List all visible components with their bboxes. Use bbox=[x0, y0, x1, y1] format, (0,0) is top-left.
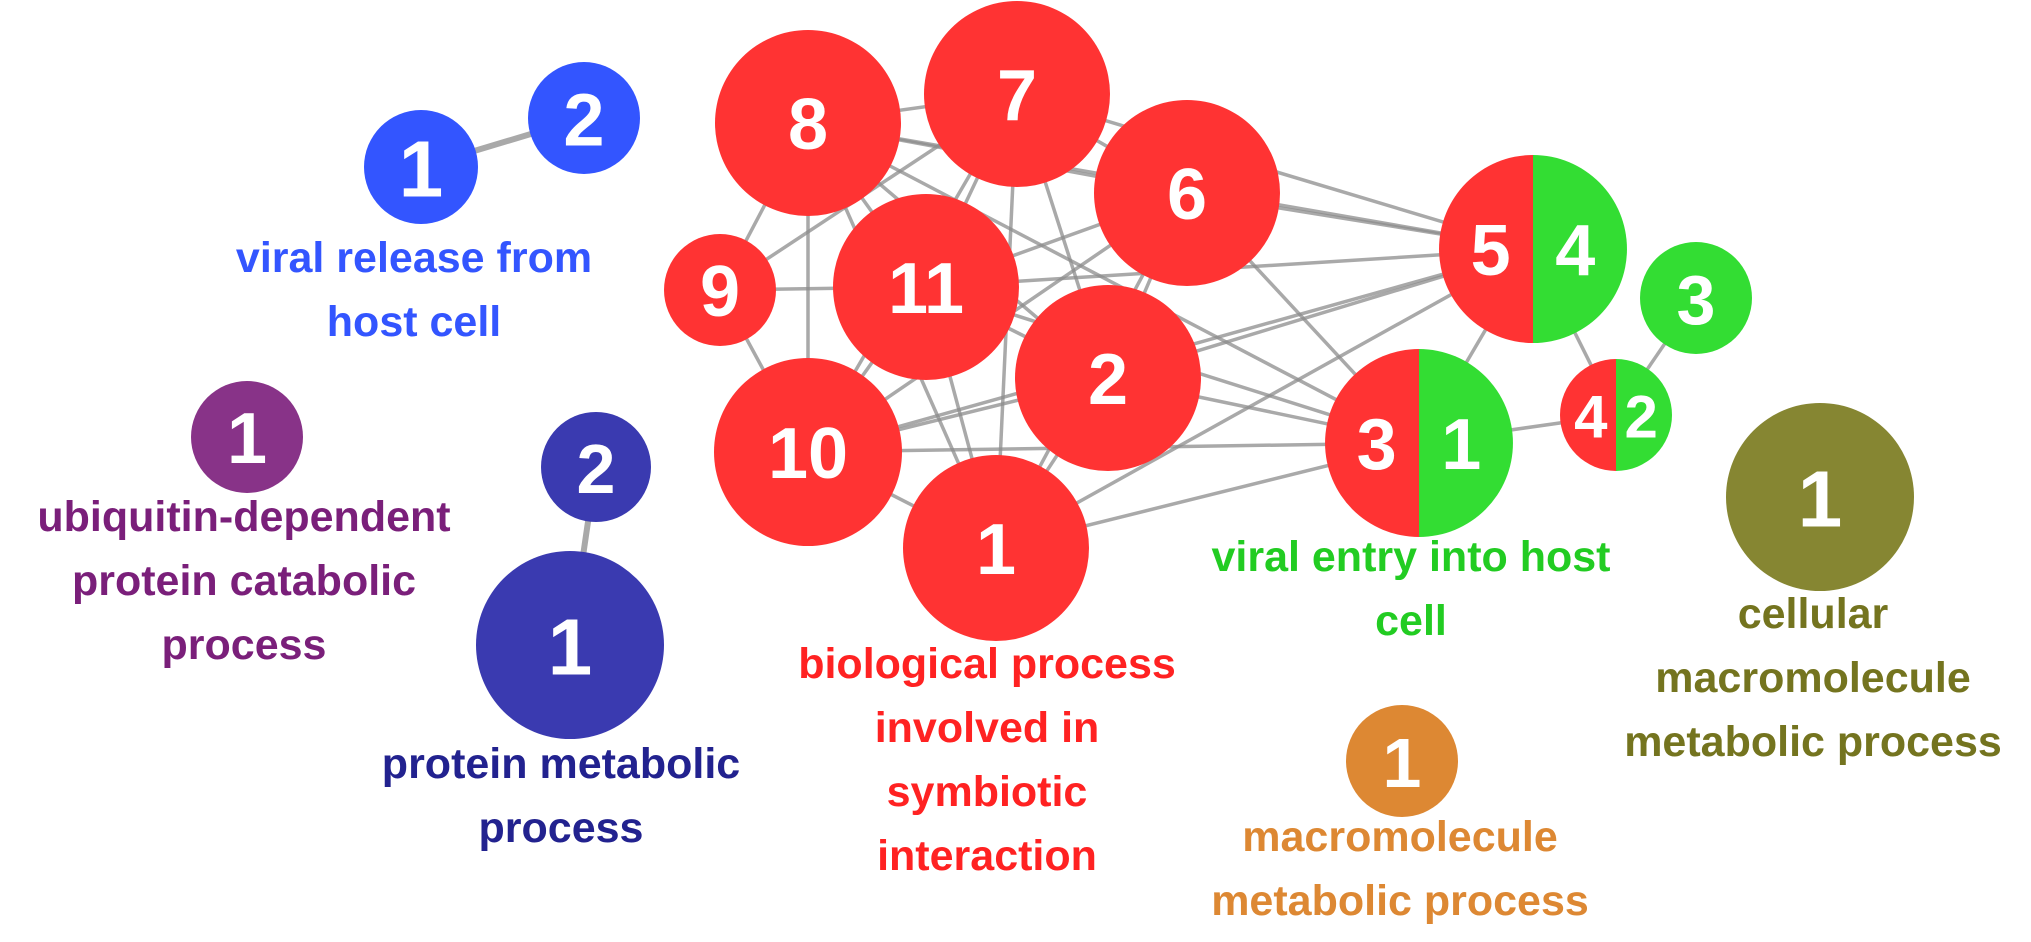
cluster-label-line: process bbox=[479, 804, 644, 852]
node-circle bbox=[364, 110, 478, 224]
node-label: 1 bbox=[1441, 405, 1481, 485]
node-circle bbox=[191, 381, 303, 493]
node-red-9[interactable]: 9 bbox=[664, 234, 776, 346]
cluster-label-line: host cell bbox=[327, 298, 501, 346]
node-label: 1 bbox=[1383, 724, 1422, 802]
node-label: 9 bbox=[700, 252, 740, 332]
cluster-label-line: macromolecule bbox=[1655, 654, 1970, 702]
node-circle bbox=[1094, 100, 1280, 286]
node-label: 7 bbox=[997, 56, 1037, 136]
node-label: 2 bbox=[1088, 340, 1128, 420]
cluster-label-line: interaction bbox=[877, 832, 1097, 880]
cluster-label-line: metabolic process bbox=[1624, 718, 2002, 766]
cluster-label-line: ubiquitin-dependent bbox=[37, 493, 450, 541]
cluster-label-macromolecule: macromolecule metabolic process bbox=[1211, 813, 1589, 925]
cluster-label-line: protein metabolic bbox=[382, 740, 740, 788]
node-half-left bbox=[1325, 349, 1419, 537]
node-label: 1 bbox=[1798, 455, 1843, 544]
node-label: 2 bbox=[1625, 384, 1658, 451]
cluster-labels-layer: viral release from host cell ubiquitin-dep… bbox=[37, 234, 2001, 925]
node-label: 8 bbox=[788, 85, 828, 165]
node-circle bbox=[833, 194, 1019, 380]
node-circle bbox=[903, 455, 1089, 641]
node-circle bbox=[528, 62, 640, 174]
node-orange-1[interactable]: 1 bbox=[1346, 705, 1458, 817]
node-label: 1 bbox=[548, 603, 593, 692]
node-label: 3 bbox=[1677, 261, 1716, 339]
node-label: 6 bbox=[1167, 155, 1207, 235]
node-red-2[interactable]: 2 bbox=[1015, 285, 1201, 471]
node-half-right bbox=[1616, 359, 1672, 471]
node-half-left bbox=[1560, 359, 1616, 471]
node-blue-2[interactable]: 2 bbox=[528, 62, 640, 174]
node-olive-1[interactable]: 1 bbox=[1726, 403, 1914, 591]
node-red-10[interactable]: 10 bbox=[714, 358, 902, 546]
node-label: 3 bbox=[1357, 405, 1397, 485]
node-navy-1[interactable]: 1 bbox=[476, 551, 664, 739]
node-label: 1 bbox=[976, 510, 1016, 590]
node-navy-2[interactable]: 2 bbox=[541, 412, 651, 522]
node-label: 1 bbox=[399, 125, 444, 214]
node-red-6[interactable]: 6 bbox=[1094, 100, 1280, 286]
cluster-label-line: process bbox=[162, 621, 327, 669]
node-blue-1[interactable]: 1 bbox=[364, 110, 478, 224]
cluster-label-protein-metabolic: protein metabolic process bbox=[382, 740, 740, 852]
cluster-label-line: cellular bbox=[1738, 590, 1889, 638]
cluster-label-line: biological process bbox=[798, 640, 1176, 688]
cluster-label-line: cell bbox=[1375, 597, 1447, 645]
cluster-label-line: viral entry into host bbox=[1211, 533, 1610, 581]
cluster-label-cellular-macromolecule: cellular macromolecule metabolic process bbox=[1624, 590, 2002, 766]
node-half-right bbox=[1533, 155, 1627, 343]
node-circle bbox=[1726, 403, 1914, 591]
node-circle bbox=[541, 412, 651, 522]
cluster-label-line: involved in bbox=[875, 704, 1100, 752]
node-label: 10 bbox=[768, 414, 848, 494]
cluster-label-viral-entry: viral entry into host cell bbox=[1211, 533, 1610, 645]
cluster-label-line: protein catabolic bbox=[72, 557, 416, 605]
node-circle bbox=[924, 1, 1110, 187]
cluster-label-line: macromolecule bbox=[1242, 813, 1557, 861]
cluster-label-line: metabolic process bbox=[1211, 877, 1589, 925]
node-half-left bbox=[1439, 155, 1533, 343]
cluster-label-viral-release: viral release from host cell bbox=[236, 234, 592, 346]
node-label: 2 bbox=[577, 430, 616, 508]
cluster-label-ubiquitin: ubiquitin-dependent protein catabolic proc… bbox=[37, 493, 450, 669]
node-label: 5 bbox=[1471, 211, 1511, 291]
cluster-label-line: viral release from bbox=[236, 234, 592, 282]
node-red-8[interactable]: 8 bbox=[715, 30, 901, 216]
cluster-label-line: symbiotic bbox=[887, 768, 1088, 816]
node-circle bbox=[714, 358, 902, 546]
node-circle bbox=[664, 234, 776, 346]
edge-red-8-split-3-1 bbox=[807, 121, 1420, 445]
node-circle bbox=[1346, 705, 1458, 817]
node-red-11[interactable]: 11 bbox=[833, 194, 1019, 380]
node-green-3[interactable]: 3 bbox=[1640, 242, 1752, 354]
cluster-label-symbiotic: biological process involved in symbiotic in… bbox=[798, 640, 1176, 880]
node-half-right bbox=[1419, 349, 1513, 537]
node-purple-1[interactable]: 1 bbox=[191, 381, 303, 493]
node-circle bbox=[1640, 242, 1752, 354]
node-label: 4 bbox=[1555, 211, 1595, 291]
edge-red-1-split-5-4 bbox=[995, 247, 1534, 550]
node-label: 4 bbox=[1574, 384, 1608, 451]
node-red-1[interactable]: 1 bbox=[903, 455, 1089, 641]
node-circle bbox=[476, 551, 664, 739]
node-red-7[interactable]: 7 bbox=[924, 1, 1110, 187]
node-label: 11 bbox=[888, 249, 964, 329]
node-label: 2 bbox=[563, 79, 604, 162]
node-circle bbox=[715, 30, 901, 216]
node-circle bbox=[1015, 285, 1201, 471]
node-label: 1 bbox=[227, 399, 267, 479]
